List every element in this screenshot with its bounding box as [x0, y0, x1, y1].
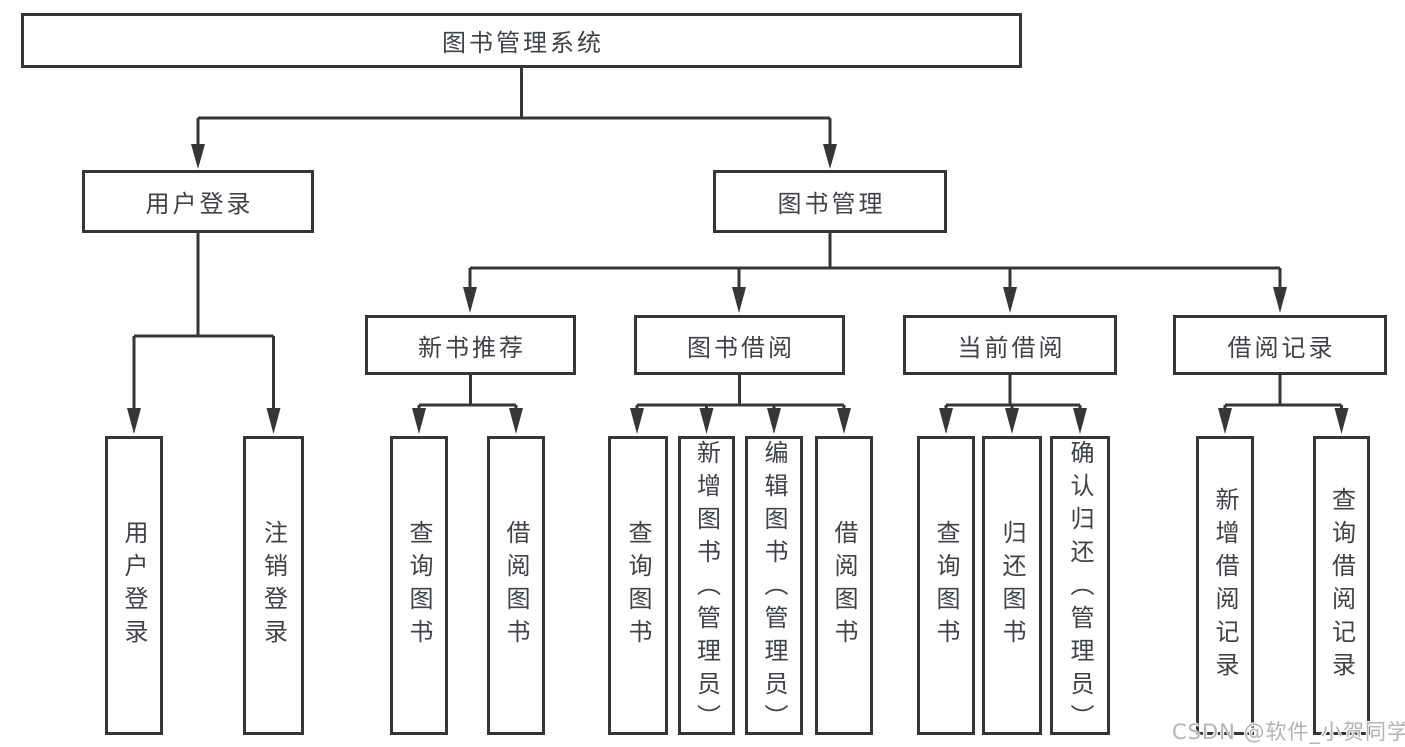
- node-borrow-record-label: 借阅记录: [1227, 333, 1336, 362]
- node-leaf-query-book-1-label: 查询图书: [405, 519, 433, 652]
- watermark: CSDN @软件_小贺同学: [1172, 720, 1405, 744]
- node-leaf-add-borrow-record: 新增借阅记录: [1196, 436, 1254, 735]
- node-new-book-recommend: 新书推荐: [365, 315, 576, 375]
- node-leaf-confirm-return-admin: 确认归还（管理员）: [1050, 436, 1110, 737]
- connector-user-login: [127, 233, 281, 434]
- node-book-management-module: 图书管理: [713, 170, 947, 233]
- node-leaf-logout-label: 注销登录: [259, 519, 288, 652]
- connector-root: [191, 68, 837, 169]
- node-leaf-borrow-book-2-label: 借阅图书: [830, 519, 858, 652]
- node-leaf-borrow-book-2: 借阅图书: [815, 436, 873, 735]
- connector-current-borrow: [939, 375, 1087, 434]
- connector-book-management: [463, 233, 1287, 313]
- node-leaf-query-book-2: 查询图书: [608, 436, 668, 735]
- node-leaf-borrow-book-1-label: 借阅图书: [502, 519, 530, 652]
- connector-borrow-record: [1218, 375, 1349, 434]
- node-book-management-module-label: 图书管理: [777, 190, 886, 218]
- arrowhead-icon: [1005, 408, 1019, 434]
- arrowhead-icon: [1334, 408, 1349, 434]
- node-leaf-confirm-return-admin-label: 确认归还（管理员）: [1066, 439, 1094, 737]
- node-borrow-record: 借阅记录: [1173, 315, 1387, 375]
- connector-new-book: [412, 375, 523, 434]
- arrowhead-icon: [463, 287, 477, 313]
- node-leaf-edit-book-admin-label: 编辑图书（管理员）: [760, 439, 788, 737]
- node-user-login-module: 用户登录: [82, 170, 314, 233]
- arrowhead-icon: [630, 408, 644, 434]
- node-leaf-edit-book-admin: 编辑图书（管理员）: [745, 436, 803, 737]
- node-book-borrow: 图书借阅: [634, 315, 845, 375]
- connector-book-borrow: [630, 375, 851, 434]
- arrowhead-icon: [1003, 287, 1017, 313]
- node-leaf-query-book-3-label: 查询图书: [932, 519, 960, 652]
- arrowhead-icon: [1218, 408, 1232, 434]
- arrowhead-icon: [837, 408, 851, 434]
- node-leaf-query-borrow-record-label: 查询借阅记录: [1327, 486, 1356, 685]
- arrowhead-icon: [127, 408, 141, 434]
- node-leaf-borrow-book-1: 借阅图书: [487, 436, 545, 735]
- arrowhead-icon: [699, 408, 714, 434]
- arrowhead-icon: [509, 408, 523, 434]
- node-leaf-logout: 注销登录: [243, 436, 304, 735]
- node-book-borrow-label: 图书借阅: [687, 333, 795, 362]
- arrowhead-icon: [266, 408, 281, 434]
- node-new-book-recommend-label: 新书推荐: [418, 333, 526, 362]
- node-leaf-query-book-1: 查询图书: [390, 436, 448, 735]
- node-leaf-query-book-3: 查询图书: [917, 436, 975, 735]
- node-root-system: 图书管理系统: [21, 13, 1022, 68]
- arrowhead-icon: [412, 408, 426, 434]
- arrowhead-icon: [939, 408, 953, 434]
- node-current-borrow: 当前借阅: [903, 315, 1117, 375]
- arrowhead-icon: [191, 144, 205, 169]
- node-user-login-module-label: 用户登录: [145, 190, 254, 218]
- node-leaf-return-book: 归还图书: [982, 436, 1042, 735]
- arrowhead-icon: [1073, 408, 1087, 434]
- node-leaf-return-book-label: 归还图书: [998, 519, 1026, 652]
- node-current-borrow-label: 当前借阅: [957, 333, 1066, 362]
- arrowhead-icon: [767, 408, 781, 434]
- node-leaf-add-book-admin-label: 新增图书（管理员）: [692, 439, 721, 737]
- node-root-system-label: 图书管理系统: [442, 29, 604, 57]
- node-leaf-user-login-label: 用户登录: [120, 519, 148, 652]
- node-leaf-user-login: 用户登录: [105, 436, 163, 735]
- node-leaf-add-book-admin: 新增图书（管理员）: [678, 436, 735, 737]
- node-leaf-add-borrow-record-label: 新增借阅记录: [1211, 486, 1239, 685]
- node-leaf-query-borrow-record: 查询借阅记录: [1313, 436, 1370, 735]
- arrowhead-icon: [1273, 287, 1287, 313]
- node-leaf-query-book-2-label: 查询图书: [624, 519, 652, 652]
- arrowhead-icon: [823, 144, 837, 169]
- arrowhead-icon: [732, 287, 746, 313]
